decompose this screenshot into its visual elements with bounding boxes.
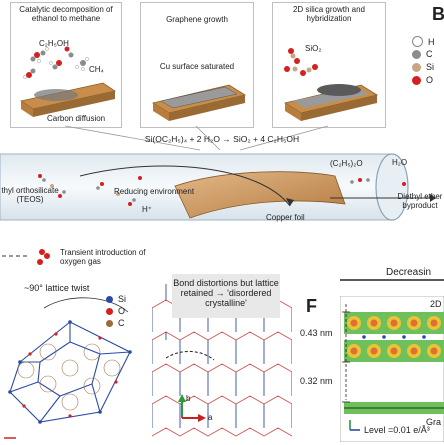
legend-h: H	[412, 36, 435, 47]
axis-label-a: a	[208, 413, 213, 422]
legend-label: O	[426, 75, 434, 85]
legend-label: C	[426, 49, 433, 59]
lattice-legend-c: C	[106, 318, 125, 328]
lattice-twist-structure	[4, 297, 132, 439]
label-lattice-twist: ~90° lattice twist	[24, 283, 90, 293]
legend-o: O	[412, 75, 433, 85]
decrease-arrow	[340, 279, 444, 281]
formula-ethanol: C₂H₅OH	[39, 39, 69, 48]
label-diethyl-formula: (C₂H₅)₂O	[330, 159, 363, 168]
legend-si: Si	[412, 62, 434, 72]
label-distance-032: 0.32 nm	[300, 376, 333, 386]
label-2d: 2D	[430, 299, 442, 309]
axis-label-b: b	[186, 394, 191, 403]
legend-swatch	[106, 307, 113, 315]
legend-label: H	[428, 36, 435, 47]
legend-label: Si	[118, 294, 127, 304]
legend-swatch	[412, 62, 421, 72]
panel-silica-growth: 2D silica growth and hybridization SiO₂	[272, 2, 386, 128]
lattice-legend-o: O	[106, 306, 125, 316]
label-decrease: Decreasin	[386, 267, 432, 278]
reaction-tube	[0, 153, 436, 221]
formula-methane: CH₄	[89, 65, 104, 74]
label-distance-043: 0.43 nm	[300, 328, 333, 338]
label-water: H₂O	[392, 158, 408, 167]
caption-carbon-diffusion: Carbon diffusion	[47, 114, 106, 123]
legend-swatch	[412, 75, 421, 85]
ethanol-molecules	[19, 46, 117, 117]
panel-ethanol-decomposition: Catalytic decomposition of ethanol to me…	[10, 2, 122, 128]
label-graphene: Gra	[426, 417, 442, 427]
panel-title: Catalytic decomposition of ethanol to me…	[19, 5, 113, 23]
callout-text: Bond distortions but lattice retained → …	[173, 278, 279, 308]
graphene-substrate	[151, 84, 247, 121]
label-oxygen-note: Transient introduction of oxygen gas	[60, 248, 146, 266]
panel-letter-f: F	[306, 296, 317, 316]
panel-letter-b: B	[432, 4, 444, 24]
label-reducing-environment: Reducing environment	[114, 187, 195, 196]
panel-title: Graphene growth	[166, 15, 228, 24]
legend-swatch	[106, 295, 113, 303]
callout-bond-distortions	[172, 274, 280, 318]
connector-lines	[64, 125, 329, 151]
lattice-legend-si: Si	[106, 294, 126, 304]
legend-c: C	[412, 49, 433, 59]
label-h-plus: H⁺	[142, 205, 152, 214]
label-copper-foil: Copper foil	[266, 213, 305, 222]
panel-title: 2D silica growth and hybridization	[292, 5, 366, 23]
legend-swatch	[412, 49, 421, 59]
label-teos: thyl orthosilicate (TEOS)	[1, 186, 59, 204]
legend-swatch	[106, 319, 113, 327]
reaction-equation: Si(OC₂H₅)₄ + 2 H₂O → SiO₂ + 4 C₂H₅OH	[144, 134, 300, 144]
label-level: Level =0.01 e/Å³	[364, 425, 430, 435]
caption-cu-saturated: Cu surface saturated	[159, 62, 235, 71]
label-diethyl-byproduct: Diethyl ether byproduct	[397, 192, 443, 210]
legend-label: Si	[426, 62, 435, 72]
charge-density-plot	[340, 296, 444, 442]
silica-molecules	[283, 48, 379, 121]
formula-sio2: SiO₂	[305, 44, 322, 53]
oxygen-legend-symbol	[2, 249, 50, 265]
legend-swatch	[412, 36, 423, 47]
legend-label: C	[118, 318, 125, 328]
panel-graphene-growth: Graphene growth Cu surface saturated	[140, 2, 254, 128]
legend-label: O	[118, 306, 126, 316]
